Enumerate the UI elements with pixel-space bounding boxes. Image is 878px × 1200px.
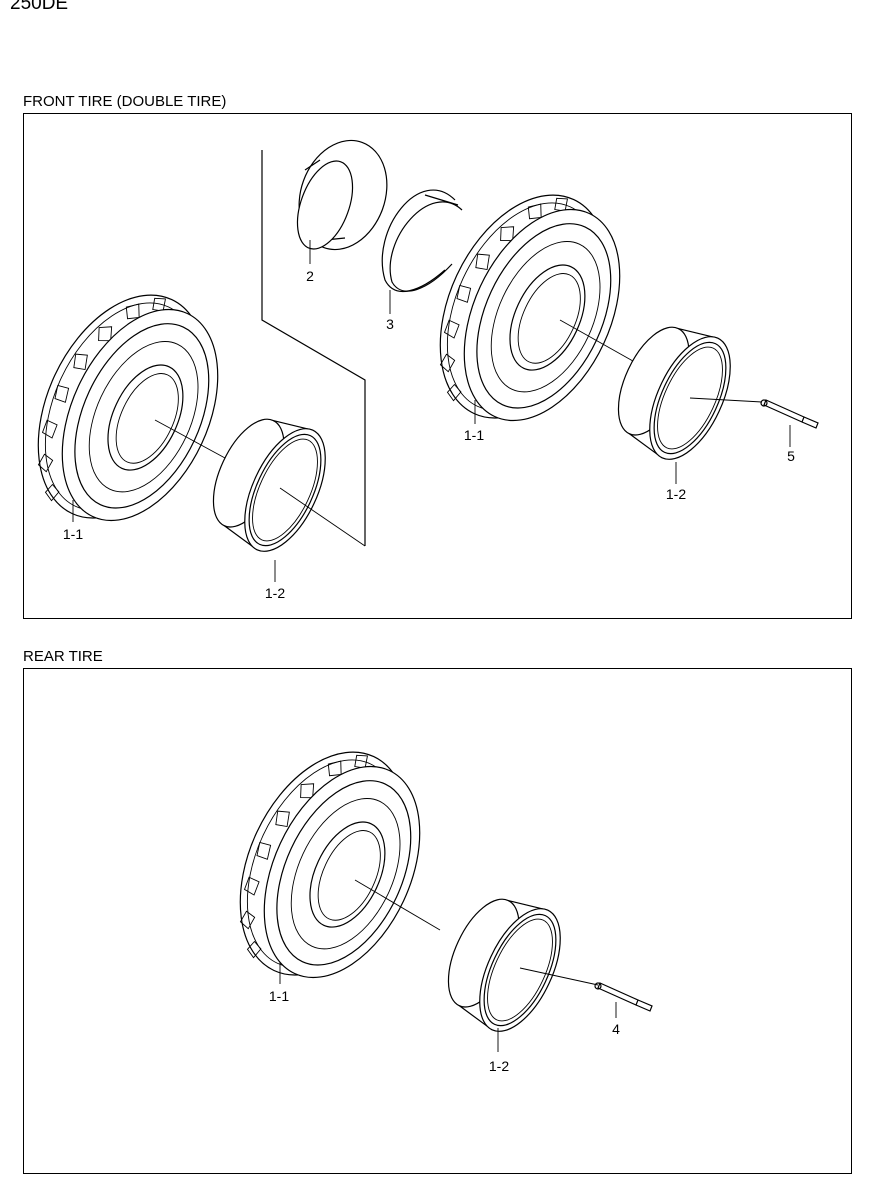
mounting-plane-outline [261,150,366,546]
part-3-ring [381,189,463,293]
callout-1-1-right: 1-1 [464,427,484,443]
rear-tire-section-title: REAR TIRE [23,648,103,665]
front-tire-section-title: FRONT TIRE (DOUBLE TIRE) [23,93,227,110]
left-tire-assembly [4,267,366,564]
callout-1-2-left: 1-2 [265,585,285,601]
callout-2: 2 [306,268,314,284]
right-tire-assembly [406,167,819,472]
callout-1-1-left: 1-1 [63,526,83,542]
rear-tire-assembly [206,724,653,1044]
part-2-band [296,139,388,251]
front-tire-panel [23,113,852,619]
rear-callout-1-1: 1-1 [269,988,289,1004]
model-title: 250DE [10,0,69,14]
callout-3: 3 [386,316,394,332]
rear-callout-4: 4 [612,1021,620,1037]
rear-tire-panel [23,668,852,1174]
callout-5: 5 [787,448,795,464]
callout-1-2-right: 1-2 [666,486,686,502]
rear-callout-1-2: 1-2 [489,1058,509,1074]
